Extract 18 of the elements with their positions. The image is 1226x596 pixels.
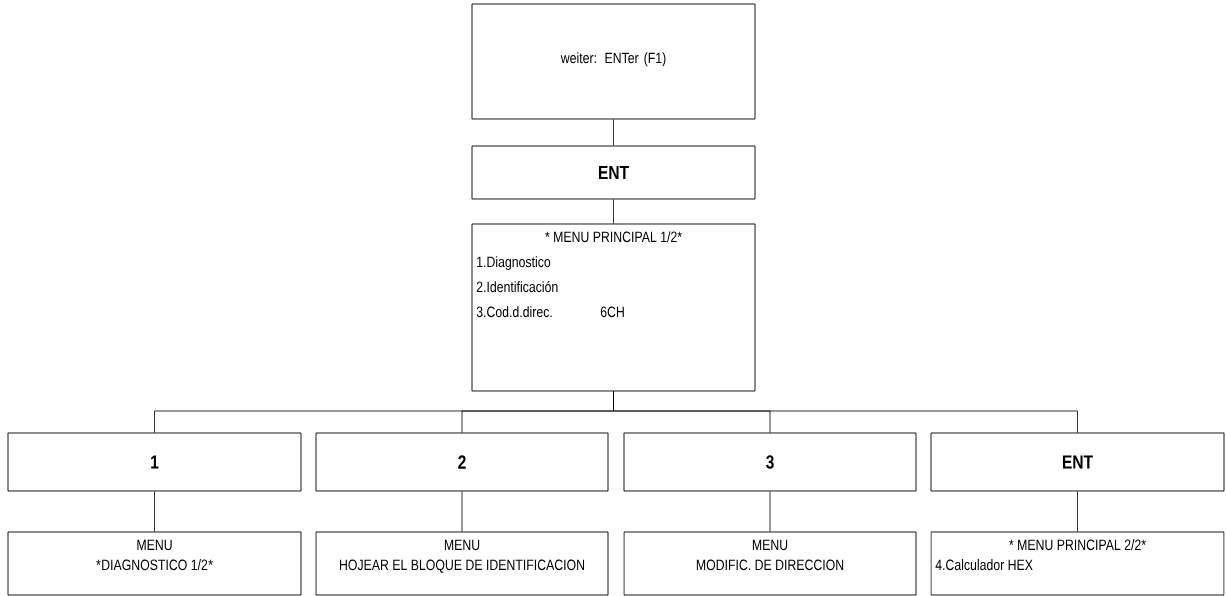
screen-box: weiter: ENTer (F1) [471, 3, 756, 120]
connector-line [613, 119, 614, 146]
screen-box: * MENU PRINCIPAL 1/2* 1.Diagnostico 2.Identificación 3.Cod.d.direc. 6CH [471, 223, 756, 392]
connector-line [613, 391, 1078, 433]
screen-box: MENU MODIFIC. DE DIRECCION [623, 531, 917, 596]
key-box: ENT [471, 145, 756, 200]
screen-box: * MENU PRINCIPAL 2/2* 4.Calculador HEX [930, 531, 1225, 596]
screen-box: MENU HOJEAR EL BLOQUE DE IDENTIFICACION [315, 531, 609, 596]
connector-line [1077, 491, 1078, 532]
key-box: 3 [623, 432, 917, 492]
connector-line [613, 199, 614, 224]
connector-line [461, 491, 463, 532]
connector-line [769, 491, 771, 532]
screen-box: MENU DIAGNOSTICO 1/2 * * [7, 531, 302, 596]
key-box: ENT [930, 432, 1225, 492]
connector-line [154, 491, 155, 532]
key-box: 1 [7, 432, 302, 492]
key-box: 2 [315, 432, 609, 492]
